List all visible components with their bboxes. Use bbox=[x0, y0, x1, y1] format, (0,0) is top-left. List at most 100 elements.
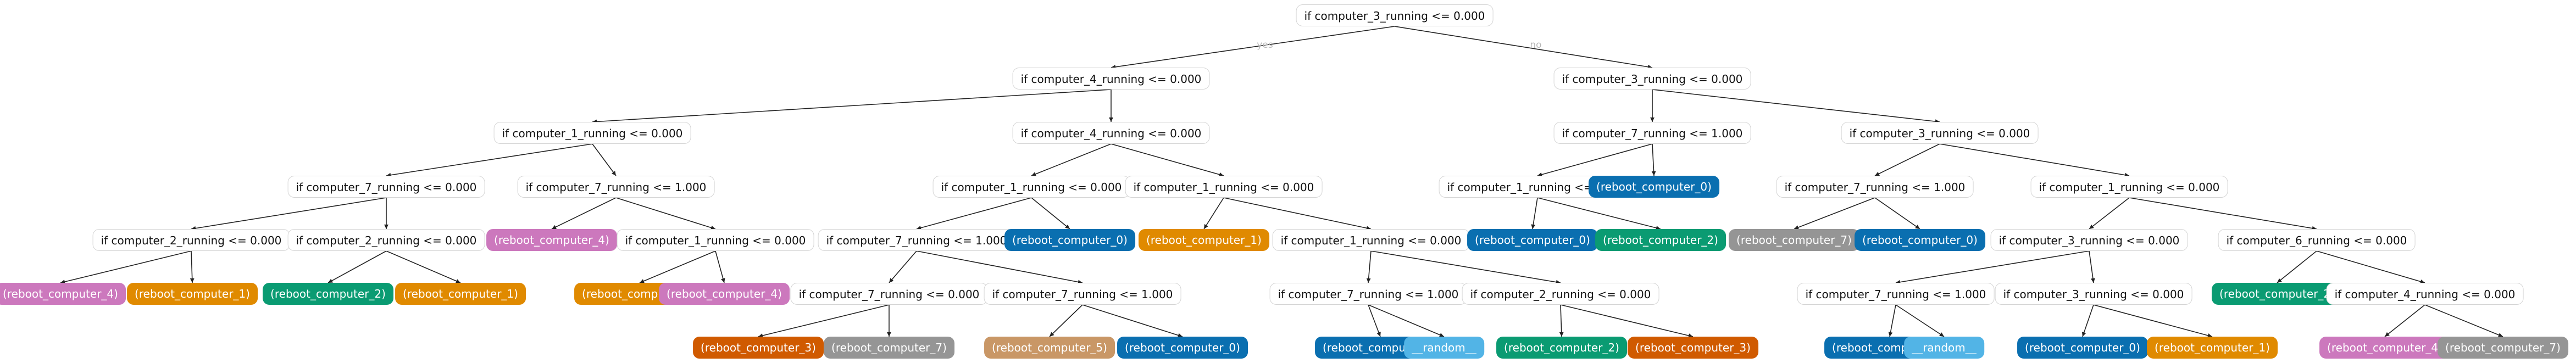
tree-edge bbox=[1537, 143, 1653, 176]
tree-edge bbox=[2277, 250, 2317, 283]
tree-edge bbox=[1223, 197, 1372, 230]
decision-node: if computer_3_running <= 0.000 bbox=[1995, 283, 2192, 305]
tree-edge bbox=[1031, 143, 1112, 176]
tree-edge bbox=[2129, 197, 2317, 230]
decision-node: if computer_1_running <= 0.000 bbox=[932, 176, 1130, 198]
edge-arrowhead bbox=[917, 226, 921, 230]
decision-node: if computer_4_running <= 0.000 bbox=[2326, 283, 2524, 305]
action-leaf-node: (reboot_computer_0) bbox=[1855, 229, 1985, 251]
edge-arrowhead bbox=[1794, 225, 1799, 230]
edge-arrowhead bbox=[1178, 333, 1182, 338]
decision-node: if computer_7_running <= 1.000 bbox=[1269, 283, 1467, 305]
edge-arrowhead bbox=[1376, 332, 1381, 337]
edge-arrowhead bbox=[1366, 278, 1371, 283]
tree-edge bbox=[1895, 250, 2090, 283]
tree-edge bbox=[191, 250, 193, 283]
edge-arrowhead bbox=[1939, 332, 1944, 337]
tree-edge bbox=[2089, 250, 2094, 283]
edge-arrowhead bbox=[2091, 278, 2095, 283]
decision-node: if computer_7_running <= 1.000 bbox=[517, 176, 715, 198]
action-leaf-node: (reboot_computer_4) bbox=[0, 283, 126, 305]
edge-arrowhead bbox=[328, 278, 333, 283]
tree-edge bbox=[1082, 304, 1183, 337]
tree-edge bbox=[1889, 304, 1896, 337]
decision-node: if computer_4_running <= 0.000 bbox=[1012, 68, 1210, 90]
action-leaf-node: (reboot_computer_4) bbox=[486, 229, 617, 251]
tree-edge bbox=[191, 197, 387, 230]
tree-edge bbox=[386, 143, 593, 176]
tree-edge bbox=[1370, 250, 1561, 283]
tree-edge bbox=[386, 250, 461, 283]
action-leaf-node: (reboot_computer_0) bbox=[1467, 229, 1598, 251]
edge-arrowhead bbox=[710, 225, 715, 230]
edge-arrowhead bbox=[1050, 332, 1054, 337]
tree-edge bbox=[592, 89, 1112, 122]
edge-label-yes: yes bbox=[1257, 40, 1273, 51]
edge-arrowhead bbox=[1651, 171, 1656, 176]
edge-arrowhead bbox=[1559, 332, 1564, 337]
tree-edge bbox=[1031, 197, 1070, 230]
edge-arrowhead bbox=[1650, 117, 1655, 122]
edge-arrowhead bbox=[1219, 172, 1224, 177]
tree-edge bbox=[1537, 197, 1661, 230]
decision-node: if computer_1_running <= 0.000 bbox=[617, 229, 814, 251]
decision-node: if computer_7_running <= 1.000 bbox=[1553, 122, 1751, 144]
decision-node: if computer_1_running <= 0.000 bbox=[1272, 229, 1470, 251]
edge-arrowhead bbox=[456, 279, 460, 283]
action-leaf-node: (reboot_computer_1) bbox=[1139, 229, 1269, 251]
edge-label-no: no bbox=[1530, 40, 1542, 51]
tree-edge bbox=[758, 304, 890, 337]
tree-edge bbox=[2424, 304, 2503, 337]
tree-edge bbox=[1560, 304, 1562, 337]
edge-arrowhead bbox=[2420, 279, 2425, 284]
action-leaf-node: (reboot_computer_5) bbox=[984, 337, 1115, 359]
tree-edge bbox=[1111, 26, 1395, 68]
decision-node: if computer_7_running <= 1.000 bbox=[984, 283, 1181, 305]
tree-edge bbox=[2316, 250, 2425, 283]
edge-arrowhead bbox=[758, 333, 763, 338]
tree-edge bbox=[1652, 89, 1940, 122]
tree-edge bbox=[916, 250, 1083, 283]
tree-edge bbox=[1874, 143, 1940, 176]
decision-node: if computer_1_running <= 0.000 bbox=[2030, 176, 2228, 198]
decision-node: if computer_7_running <= 0.000 bbox=[287, 176, 485, 198]
edge-arrowhead bbox=[2207, 333, 2212, 338]
edge-arrowhead bbox=[1888, 332, 1893, 337]
edge-arrowhead bbox=[2498, 333, 2503, 337]
tree-edge bbox=[1049, 304, 1083, 337]
decision-node: if computer_3_running <= 0.000 bbox=[1990, 229, 2188, 251]
action-leaf-node: (reboot_computer_7) bbox=[2438, 337, 2568, 359]
edge-arrowhead bbox=[60, 280, 65, 284]
edge-arrowhead bbox=[1656, 226, 1661, 230]
edge-arrowhead bbox=[1065, 224, 1070, 229]
tree-edge bbox=[1895, 304, 1945, 337]
edge-arrowhead bbox=[640, 279, 645, 283]
edge-arrowhead bbox=[2277, 278, 2282, 283]
edge-arrowhead bbox=[887, 332, 891, 337]
edge-arrowhead bbox=[1439, 333, 1444, 337]
tree-edge bbox=[1560, 304, 1694, 337]
tree-edge bbox=[1368, 250, 1372, 283]
tree-edge bbox=[2089, 197, 2130, 230]
tree-edge bbox=[1111, 143, 1224, 176]
edge-arrowhead bbox=[1531, 224, 1536, 229]
tree-edge bbox=[1394, 26, 1653, 68]
action-leaf-node: (reboot_computer_2) bbox=[2212, 283, 2342, 305]
edge-arrowhead bbox=[190, 278, 195, 283]
tree-edge bbox=[327, 250, 387, 283]
tree-edge bbox=[60, 250, 192, 283]
action-leaf-node: (reboot_computer_0) bbox=[1589, 176, 1719, 198]
action-leaf-node: (reboot_computer_0) bbox=[1117, 337, 1248, 359]
edge-arrowhead bbox=[384, 224, 388, 229]
edge-arrowhead bbox=[1875, 171, 1880, 176]
action-leaf-node: __random__ bbox=[1904, 337, 1984, 359]
edge-arrowhead bbox=[2385, 332, 2390, 337]
decision-node: if computer_6_running <= 0.000 bbox=[2218, 229, 2416, 251]
decision-node: if computer_7_running <= 0.000 bbox=[790, 283, 988, 305]
edge-arrowhead bbox=[612, 171, 616, 176]
tree-edge bbox=[592, 143, 617, 176]
edge-arrowhead bbox=[2089, 224, 2094, 229]
edge-arrowhead bbox=[2081, 332, 2086, 337]
decision-node: if computer_3_running <= 0.000 bbox=[1296, 4, 1494, 26]
